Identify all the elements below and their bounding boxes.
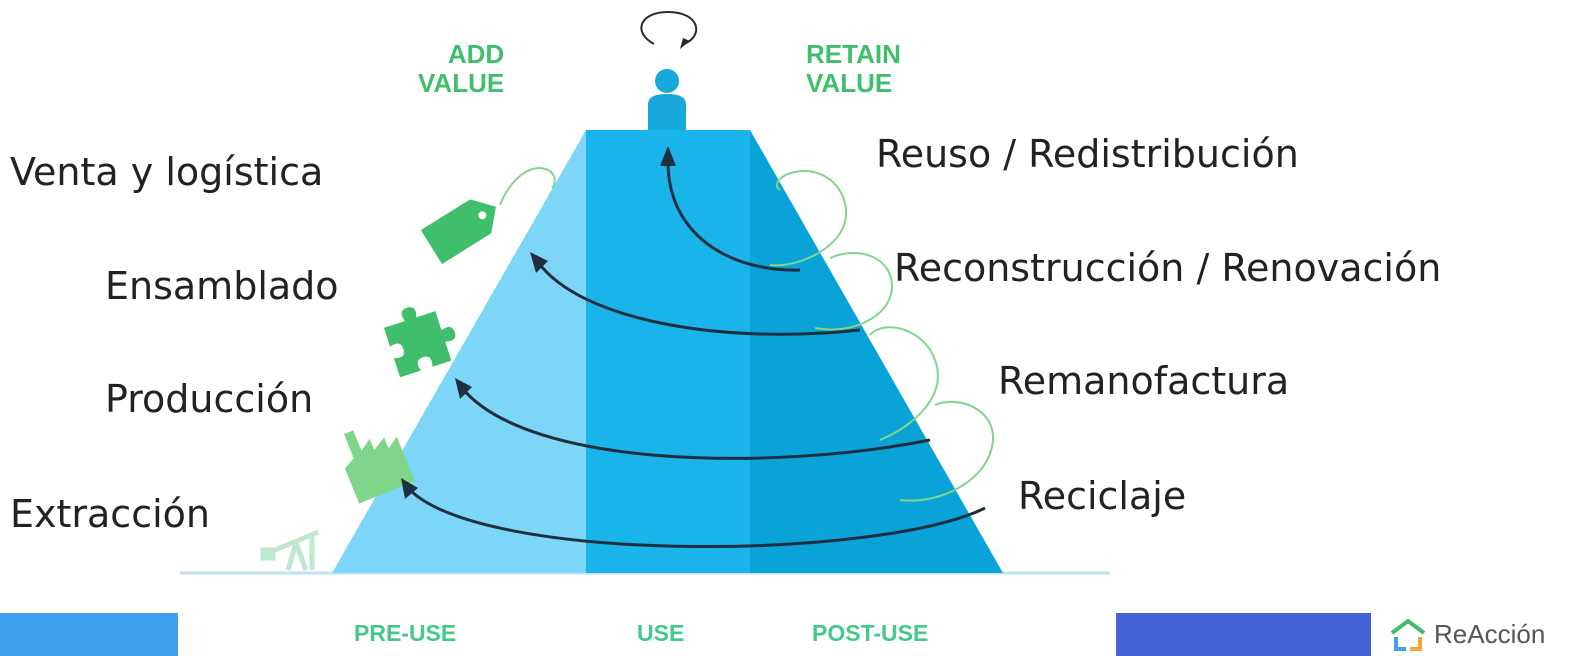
brand-name: ReAcción — [1434, 618, 1546, 649]
use-face — [586, 130, 750, 573]
tag-string — [499, 167, 556, 206]
step-label-extraction: Extracción — [10, 492, 210, 536]
post-use-face — [750, 130, 1003, 573]
arrowhead-recycle — [401, 478, 418, 499]
brand-logo-icon — [1390, 619, 1426, 651]
arrow-recycle — [406, 486, 986, 549]
puzzle-icon — [383, 307, 456, 378]
arrow-reuse — [666, 161, 801, 272]
add-value-heading: ADD VALUE — [418, 39, 505, 98]
step-label-recycle: Reciclaje — [1018, 474, 1187, 518]
recycle-loop-icon — [640, 10, 698, 49]
step-label-reuse: Reuso / Redistribución — [876, 132, 1299, 176]
retain-value-heading: RETAIN VALUE — [806, 39, 901, 98]
step-label-refurbish: Reconstrucción / Renovación — [894, 246, 1442, 290]
loop-remanufacture — [869, 326, 939, 441]
step-label-sales: Venta y logística — [10, 150, 324, 194]
person-icon — [648, 69, 686, 130]
arrowhead-remanufacture — [455, 378, 472, 399]
arrow-refurbish — [536, 261, 861, 336]
loop-recycle — [899, 400, 995, 502]
stage-label-post-use: POST-USE — [812, 620, 929, 646]
loop-reuse — [769, 170, 848, 267]
arrowhead-reuse — [660, 146, 676, 166]
step-label-assembly: Ensamblado — [105, 264, 339, 308]
bottom-band-left — [0, 613, 178, 656]
price-tag-icon — [420, 199, 496, 265]
stage-label-pre-use: PRE-USE — [354, 620, 457, 646]
step-label-production: Producción — [105, 377, 314, 421]
loop-refurbish — [814, 252, 894, 331]
stage-label-use: USE — [637, 620, 685, 646]
arrowhead-refurbish — [530, 252, 548, 273]
pre-use-face — [332, 130, 586, 573]
step-label-remanufacture: Remanofactura — [998, 359, 1290, 403]
factory-icon — [344, 430, 415, 504]
oil-pump-icon — [260, 529, 319, 571]
arrow-remanufacture — [460, 387, 931, 460]
brand-logo: ReAcción — [1388, 617, 1545, 651]
bottom-band-right — [1116, 613, 1371, 656]
